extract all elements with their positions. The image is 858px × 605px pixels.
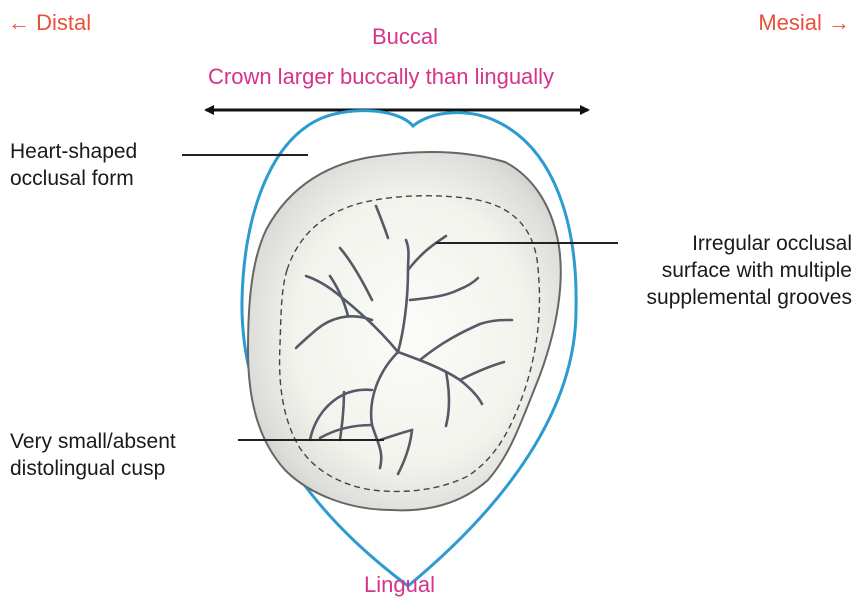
callout-irregular-surface-line-3: supplemental grooves (647, 284, 852, 311)
callout-irregular-surface-line-1: Irregular occlusal (647, 230, 852, 257)
callout-heart-shaped-line-2: occlusal form (10, 165, 137, 192)
callout-heart-shaped: Heart-shaped occlusal form (10, 138, 137, 192)
callout-irregular-surface: Irregular occlusal surface with multiple… (647, 230, 852, 311)
callout-distolingual-cusp-line-1: Very small/absent (10, 428, 176, 455)
callout-heart-shaped-line-1: Heart-shaped (10, 138, 137, 165)
buccal-label: Buccal (372, 24, 438, 50)
callout-distolingual-cusp: Very small/absent distolingual cusp (10, 428, 176, 482)
mesial-label: Mesial → (758, 10, 850, 36)
headline: Crown larger buccally than lingually (208, 64, 554, 90)
lingual-label: Lingual (364, 572, 435, 598)
callout-distolingual-cusp-line-2: distolingual cusp (10, 455, 176, 482)
callout-irregular-surface-line-2: surface with multiple (647, 257, 852, 284)
distal-label: ← Distal (8, 10, 91, 36)
